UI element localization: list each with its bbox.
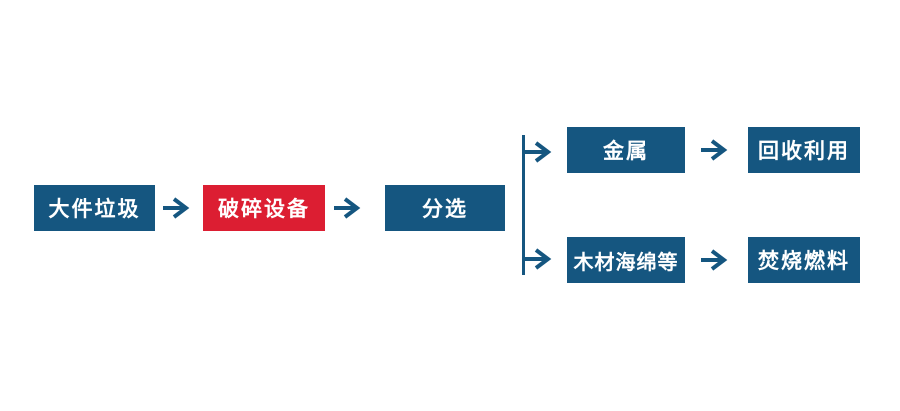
branch-arrow-top-icon bbox=[522, 141, 552, 163]
branch-connector-line bbox=[522, 135, 525, 275]
node-wood-sponge-label: 木材海绵等 bbox=[573, 251, 679, 274]
flow-arrow-icon bbox=[163, 197, 190, 219]
node-wood-sponge: 木材海绵等 bbox=[567, 237, 685, 283]
node-recycling-label: 回收利用 bbox=[758, 140, 850, 163]
flow-arrow-icon bbox=[334, 197, 361, 219]
node-sorting: 分选 bbox=[385, 185, 505, 231]
node-crushing-equipment-label: 破碎设备 bbox=[218, 198, 310, 221]
node-incineration-fuel-label: 焚烧燃料 bbox=[758, 250, 850, 273]
flow-arrow-icon bbox=[701, 249, 728, 271]
branch-arrow-bottom-icon bbox=[522, 248, 552, 270]
node-bulky-waste: 大件垃圾 bbox=[34, 185, 155, 231]
node-metal: 金属 bbox=[567, 127, 685, 173]
node-metal-label: 金属 bbox=[603, 140, 649, 163]
flow-arrow-icon bbox=[701, 139, 728, 161]
node-sorting-label: 分选 bbox=[422, 198, 468, 221]
node-crushing-equipment: 破碎设备 bbox=[203, 185, 325, 231]
node-bulky-waste-label: 大件垃圾 bbox=[48, 198, 141, 221]
node-recycling: 回收利用 bbox=[748, 127, 860, 173]
node-incineration-fuel: 焚烧燃料 bbox=[748, 237, 860, 283]
